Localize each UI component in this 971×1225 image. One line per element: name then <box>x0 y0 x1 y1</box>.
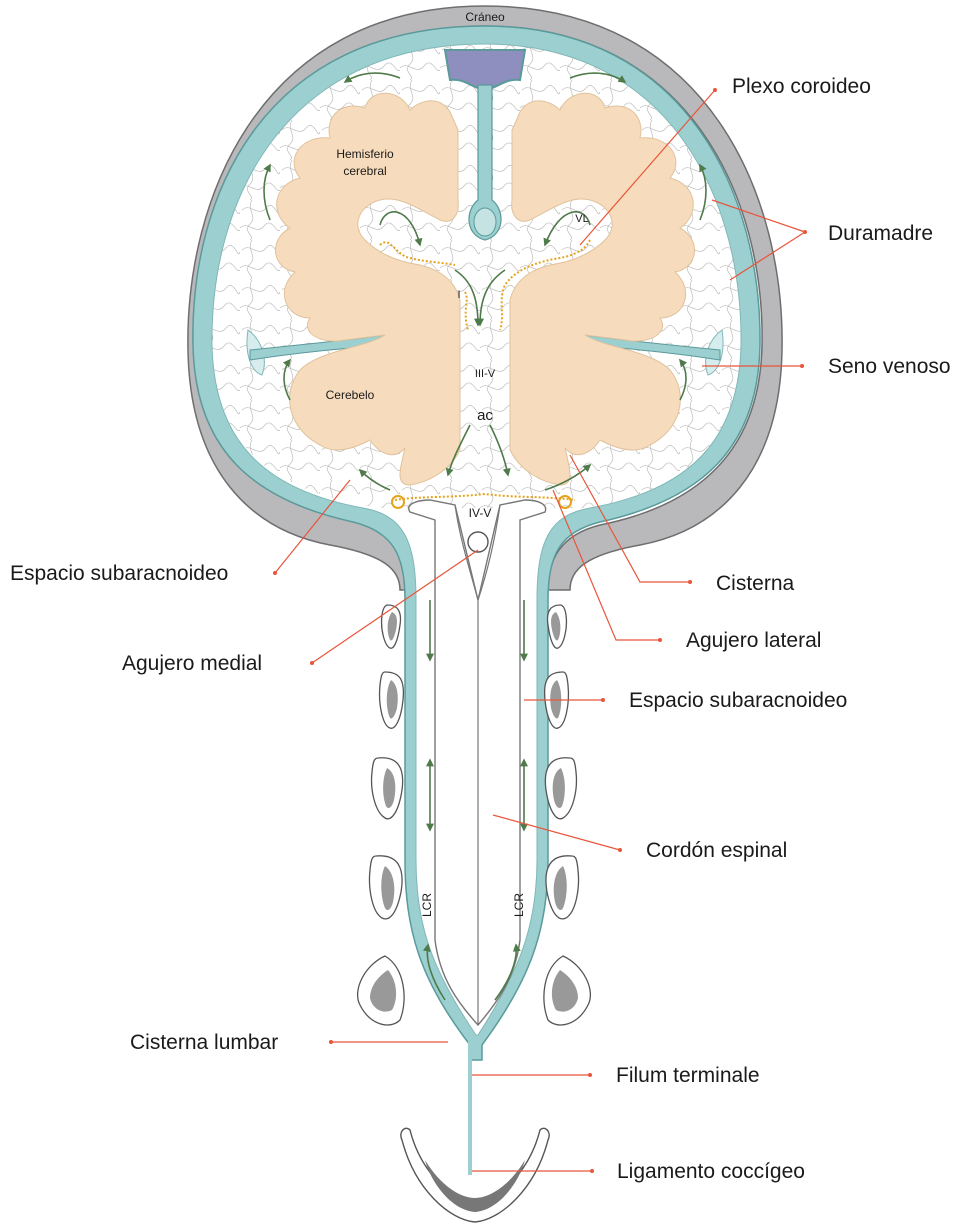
callout-cisterna: Cisterna <box>716 572 795 595</box>
callout-espacio-subaracnoideo-left: Espacio subaracnoideo <box>10 562 228 585</box>
label-ac: ac <box>477 407 493 424</box>
label-lcr-left: LCR <box>420 893 434 917</box>
label-cerebelo: Cerebelo <box>326 388 375 402</box>
vertebrae-left <box>358 605 405 1025</box>
callout-filum-terminale: Filum terminale <box>616 1064 760 1087</box>
callout-duramadre: Duramadre <box>828 222 933 245</box>
vertebrae-right <box>544 605 591 1025</box>
brain-right <box>510 93 695 485</box>
label-iv-v: IV-V <box>469 506 492 520</box>
label-craneo: Cráneo <box>465 10 505 24</box>
label-hemisferio-line2: cerebral <box>343 164 386 178</box>
callout-plexo-coroideo: Plexo coroideo <box>732 75 871 98</box>
callout-seno-venoso: Seno venoso <box>828 355 951 378</box>
callout-agujero-medial: Agujero medial <box>122 652 262 675</box>
label-iii-v: III-V <box>475 368 496 380</box>
callout-ligamento-coccigeo: Ligamento coccígeo <box>617 1160 805 1183</box>
callout-cisterna-lumbar: Cisterna lumbar <box>130 1031 278 1054</box>
callout-agujero-lateral: Agujero lateral <box>686 629 821 652</box>
label-i: I <box>457 289 460 301</box>
callout-espacio-subaracnoideo-right: Espacio subaracnoideo <box>629 689 847 712</box>
label-hemisferio-line1: Hemisferio <box>336 147 394 161</box>
label-vl: VL <box>575 213 588 225</box>
label-lcr-right: LCR <box>512 893 526 917</box>
callout-cordon-espinal: Cordón espinal <box>646 839 787 862</box>
